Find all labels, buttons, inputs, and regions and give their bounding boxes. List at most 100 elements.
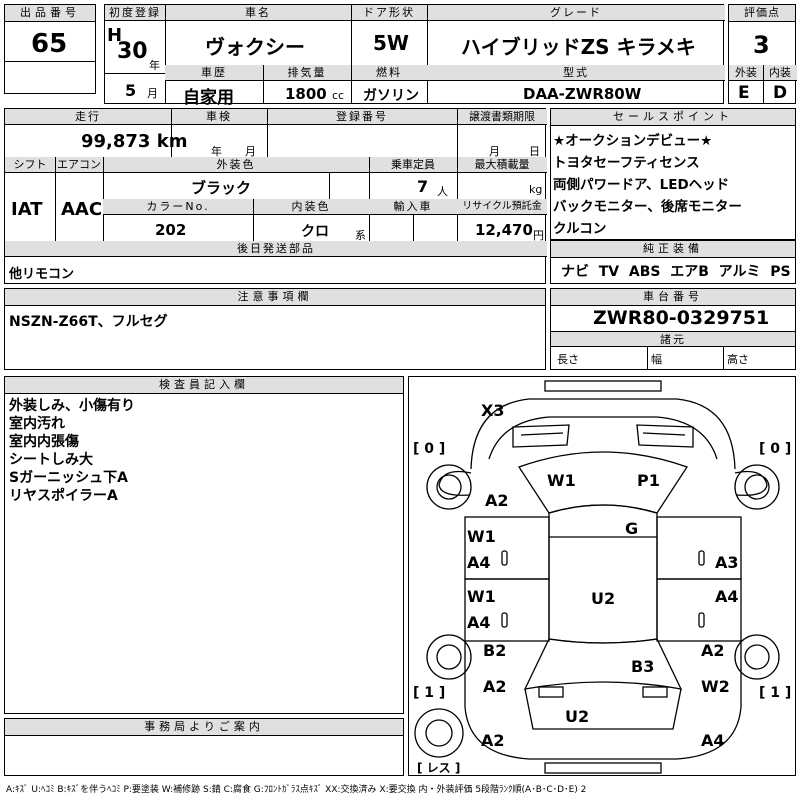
later-parts: 他リモコン bbox=[9, 267, 75, 282]
history-label: 車歴 bbox=[165, 65, 263, 81]
mark-b3: B3 bbox=[631, 657, 655, 676]
first-reg-label: 初度登録 bbox=[105, 5, 165, 21]
fuel-label: 燃料 bbox=[351, 65, 427, 81]
transfer-day-unit: 日 bbox=[529, 145, 540, 158]
month-unit: 月 bbox=[147, 87, 158, 100]
intcolor-unit: 系 bbox=[355, 229, 366, 242]
ac-label: エアコン bbox=[55, 157, 103, 173]
era: H bbox=[107, 25, 123, 46]
mileage: 99,873 km bbox=[81, 131, 188, 152]
model-label: 型式 bbox=[427, 65, 725, 81]
seats-unit: 人 bbox=[437, 185, 448, 198]
aircon: AAC bbox=[61, 199, 103, 220]
details-box: 走行 車検 登録番号 譲渡書類期限 99,873 km 年 月 月 日 シフト … bbox=[4, 108, 547, 284]
mark-a4-right: A4 bbox=[715, 587, 739, 606]
colorno-label: カラーNo. bbox=[103, 199, 253, 215]
tire-rear-right: [ 1 ] bbox=[759, 685, 792, 701]
mark-b2: B2 bbox=[483, 641, 507, 660]
inspect-month-unit: 月 bbox=[245, 145, 256, 158]
mark-w1-left-2: W1 bbox=[467, 587, 496, 606]
int-grade: D bbox=[773, 83, 788, 103]
grade-label: グレード bbox=[427, 5, 725, 21]
lot-box: 出品番号 65 bbox=[4, 4, 96, 94]
lot-label: 出品番号 bbox=[5, 5, 95, 22]
shift: IAT bbox=[11, 199, 43, 220]
interior-color: クロ bbox=[301, 224, 329, 240]
sales-point-1: ★オークションデビュー★ bbox=[553, 133, 713, 149]
inspector-line-1: 外装しみ、小傷有り bbox=[9, 398, 135, 414]
office-label: 事務局よりご案内 bbox=[5, 719, 403, 736]
chassis-label: 車台番号 bbox=[551, 289, 795, 306]
sales-point-5: クルコン bbox=[553, 221, 607, 237]
recycle-label: リサイクル預託金 bbox=[457, 199, 547, 215]
ext-label: 外装 bbox=[729, 65, 763, 81]
history: 自家用 bbox=[183, 88, 234, 108]
height-label: 高さ bbox=[727, 353, 749, 366]
int-label: 内装 bbox=[763, 65, 797, 81]
seats: 7 bbox=[417, 177, 429, 196]
mark-g: G bbox=[625, 519, 639, 538]
transfer-month-unit: 月 bbox=[489, 145, 500, 158]
mark-w1-top: W1 bbox=[547, 471, 576, 490]
spare-tire: [ レス ] bbox=[417, 761, 461, 775]
mark-u2-center: U2 bbox=[591, 589, 616, 608]
model-code: DAA-ZWR80W bbox=[523, 85, 642, 103]
ext-grade: E bbox=[738, 83, 750, 103]
width-label: 幅 bbox=[651, 353, 662, 366]
sales-point-3: 両側パワードア、LEDヘッド bbox=[553, 177, 730, 193]
notes-label: 注意事項欄 bbox=[5, 289, 545, 306]
mark-a2-bottom-left: A2 bbox=[481, 731, 505, 750]
mark-x3: X3 bbox=[481, 401, 505, 420]
score-box: 評価点 3 外装 内装 E D bbox=[728, 4, 797, 104]
intcolor-label: 内装色 bbox=[253, 199, 369, 215]
car-name: ヴォクシー bbox=[205, 35, 305, 59]
car-name-label: 車名 bbox=[165, 5, 351, 21]
mark-a2-rear-right: A2 bbox=[701, 641, 725, 660]
legend: A:ｷｽﾞ U:ﾍｺﾐ B:ｷｽﾞを伴うﾍｺﾐ P:要塗装 W:補修跡 S:錆 … bbox=[6, 785, 587, 795]
mark-a2-front-left: A2 bbox=[485, 491, 509, 510]
color-label: 外装色 bbox=[103, 157, 369, 173]
inspector-box: 検査員記入欄 外装しみ、小傷有り 室内汚れ 室内内張傷 シートしみ大 Sガーニッ… bbox=[4, 376, 404, 714]
equipment-list: ナビ TV ABS エアB アルミ PS PW bbox=[561, 264, 791, 280]
inspector-line-6: リヤスポイラーA bbox=[9, 488, 118, 504]
year-unit: 年 bbox=[149, 59, 160, 72]
notes-box: 注意事項欄 NSZN-Z66T、フルセグ bbox=[4, 288, 546, 370]
score: 3 bbox=[753, 31, 770, 59]
mark-a4-left-1: A4 bbox=[467, 553, 491, 572]
mark-w2: W2 bbox=[701, 677, 730, 696]
mileage-label: 走行 bbox=[5, 109, 171, 125]
load-unit: kg bbox=[529, 183, 543, 196]
mark-a4-left-2: A4 bbox=[467, 613, 491, 632]
shift-label: シフト bbox=[5, 157, 55, 173]
sales-points-box: セールスポイント ★オークションデビュー★ トヨタセーフティセンス 両側パワード… bbox=[550, 108, 796, 240]
tire-front-right: [ 0 ] bbox=[759, 441, 792, 457]
reg-year: 30 bbox=[117, 39, 148, 64]
tire-front-left: [ 0 ] bbox=[413, 441, 446, 457]
length-label: 長さ bbox=[557, 353, 579, 366]
door-label: ドア形状 bbox=[351, 5, 427, 21]
equipment-label: 純正装備 bbox=[551, 241, 795, 258]
inspector-label: 検査員記入欄 bbox=[5, 377, 403, 394]
load-label: 最大積載量 bbox=[457, 157, 547, 173]
exterior-color: ブラック bbox=[191, 179, 252, 197]
car-diagram-box: [ 0 ] [ 0 ] [ 1 ] [ 1 ] [ レス ] X3 W1 P1 … bbox=[408, 376, 796, 776]
mark-p1: P1 bbox=[637, 471, 660, 490]
spec-label: 諸元 bbox=[551, 331, 795, 347]
fuel: ガソリン bbox=[363, 88, 419, 104]
inspector-line-3: 室内内張傷 bbox=[9, 434, 79, 450]
sales-point-2: トヨタセーフティセンス bbox=[553, 155, 700, 171]
sales-point-4: バックモニター、後席モニター bbox=[553, 199, 742, 215]
reg-month: 5 bbox=[125, 81, 137, 100]
equipment-box: 純正装備 ナビ TV ABS エアB アルミ PS PW bbox=[550, 240, 796, 284]
inspect-year-unit: 年 bbox=[211, 145, 222, 158]
lot-number: 65 bbox=[31, 29, 68, 59]
chassis-number: ZWR80-0329751 bbox=[593, 307, 770, 329]
inspector-line-4: シートしみ大 bbox=[9, 452, 93, 468]
inspector-line-2: 室内汚れ bbox=[9, 416, 65, 432]
recycle-unit: 円 bbox=[533, 229, 544, 242]
grade: ハイブリッドZS キラメキ bbox=[461, 35, 696, 59]
plate-label: 登録番号 bbox=[267, 109, 457, 125]
displacement: 1800 cc bbox=[285, 85, 345, 103]
inspect-label: 車検 bbox=[171, 109, 267, 125]
recycle-fee: 12,470 bbox=[475, 221, 533, 239]
